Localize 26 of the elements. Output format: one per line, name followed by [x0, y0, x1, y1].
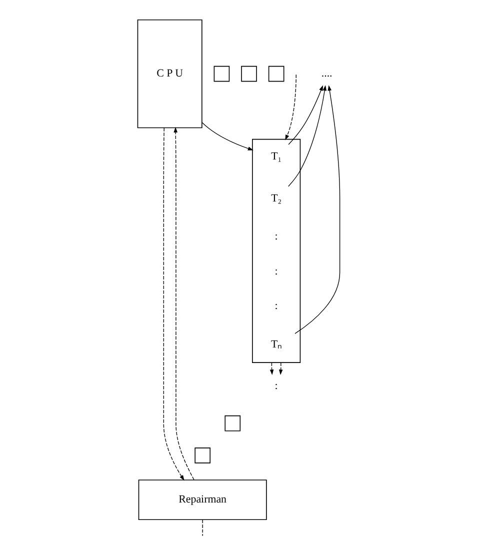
arrow: [285, 74, 296, 140]
node-box: [224, 415, 241, 432]
label: :: [274, 265, 278, 278]
cluster: [252, 138, 301, 363]
node-box: Repairman: [138, 480, 267, 520]
arrow: [294, 85, 340, 334]
node-box: [241, 66, 257, 82]
node-text: :: [274, 380, 278, 392]
node-text: T₁: [271, 150, 282, 163]
arrow: [288, 85, 327, 187]
arrow: [270, 362, 274, 376]
node-text: T₂: [271, 192, 282, 204]
arrow: [202, 122, 254, 150]
node-text: Tₙ: [270, 338, 282, 350]
arrow: [163, 128, 184, 481]
label: :: [274, 230, 278, 243]
node-box: C P U: [137, 19, 202, 128]
node-box: [214, 66, 230, 82]
label: :: [274, 300, 278, 312]
node-box: [268, 66, 284, 82]
node-text: ....: [321, 67, 332, 80]
arrow: [278, 362, 283, 376]
arrow: [174, 126, 194, 480]
arrow: [288, 85, 323, 145]
connector: [202, 519, 203, 536]
node-box: [194, 448, 210, 464]
